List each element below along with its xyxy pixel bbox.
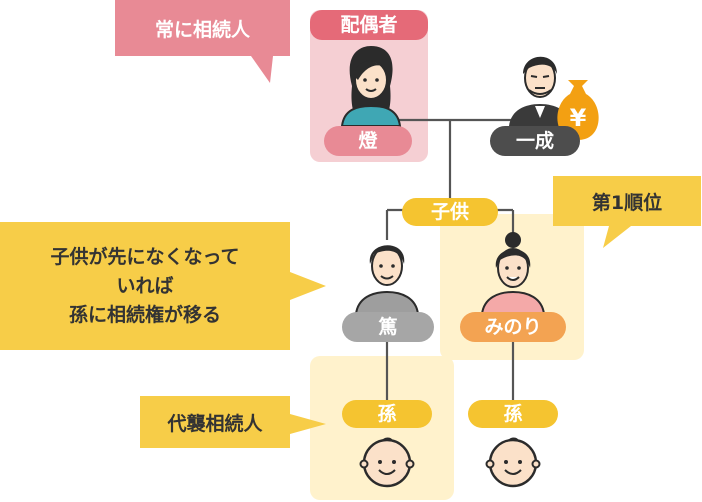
children-role-label: 子供 [402,198,498,226]
deceased-avatar [509,56,571,126]
callout-predeceased-shape [0,222,326,350]
grandchild2-baby-avatar [485,437,541,488]
grandchild1-baby-avatar [359,437,415,488]
deceased-name-label: 一成 [490,126,580,156]
callout-representation-shape [140,396,326,448]
child1-name-label: 篤 [342,312,434,342]
yen-symbol: ¥ [570,104,587,132]
child2-avatar [480,232,546,315]
spouse-name-label: 燈 [324,126,412,156]
grandchild1-label: 孫 [342,400,432,428]
child2-name-label: みのり [460,312,566,342]
grandchild2-label: 孫 [468,400,558,428]
callout-first-rank-shape [553,176,701,248]
spouse-role-label: 配偶者 [310,10,428,40]
callout-representation-text: 代襲相続人 [167,412,263,435]
callout-predeceased-text: 子供が先になくなって いれば 孫に相続権が移る [50,245,240,326]
spouse-avatar [340,46,402,127]
callout-spouse-text: 常に相続人 [154,18,250,41]
callout-spouse-shape [115,0,290,83]
child1-avatar [354,245,420,315]
callout-first-rank-text: 第1順位 [591,191,663,214]
